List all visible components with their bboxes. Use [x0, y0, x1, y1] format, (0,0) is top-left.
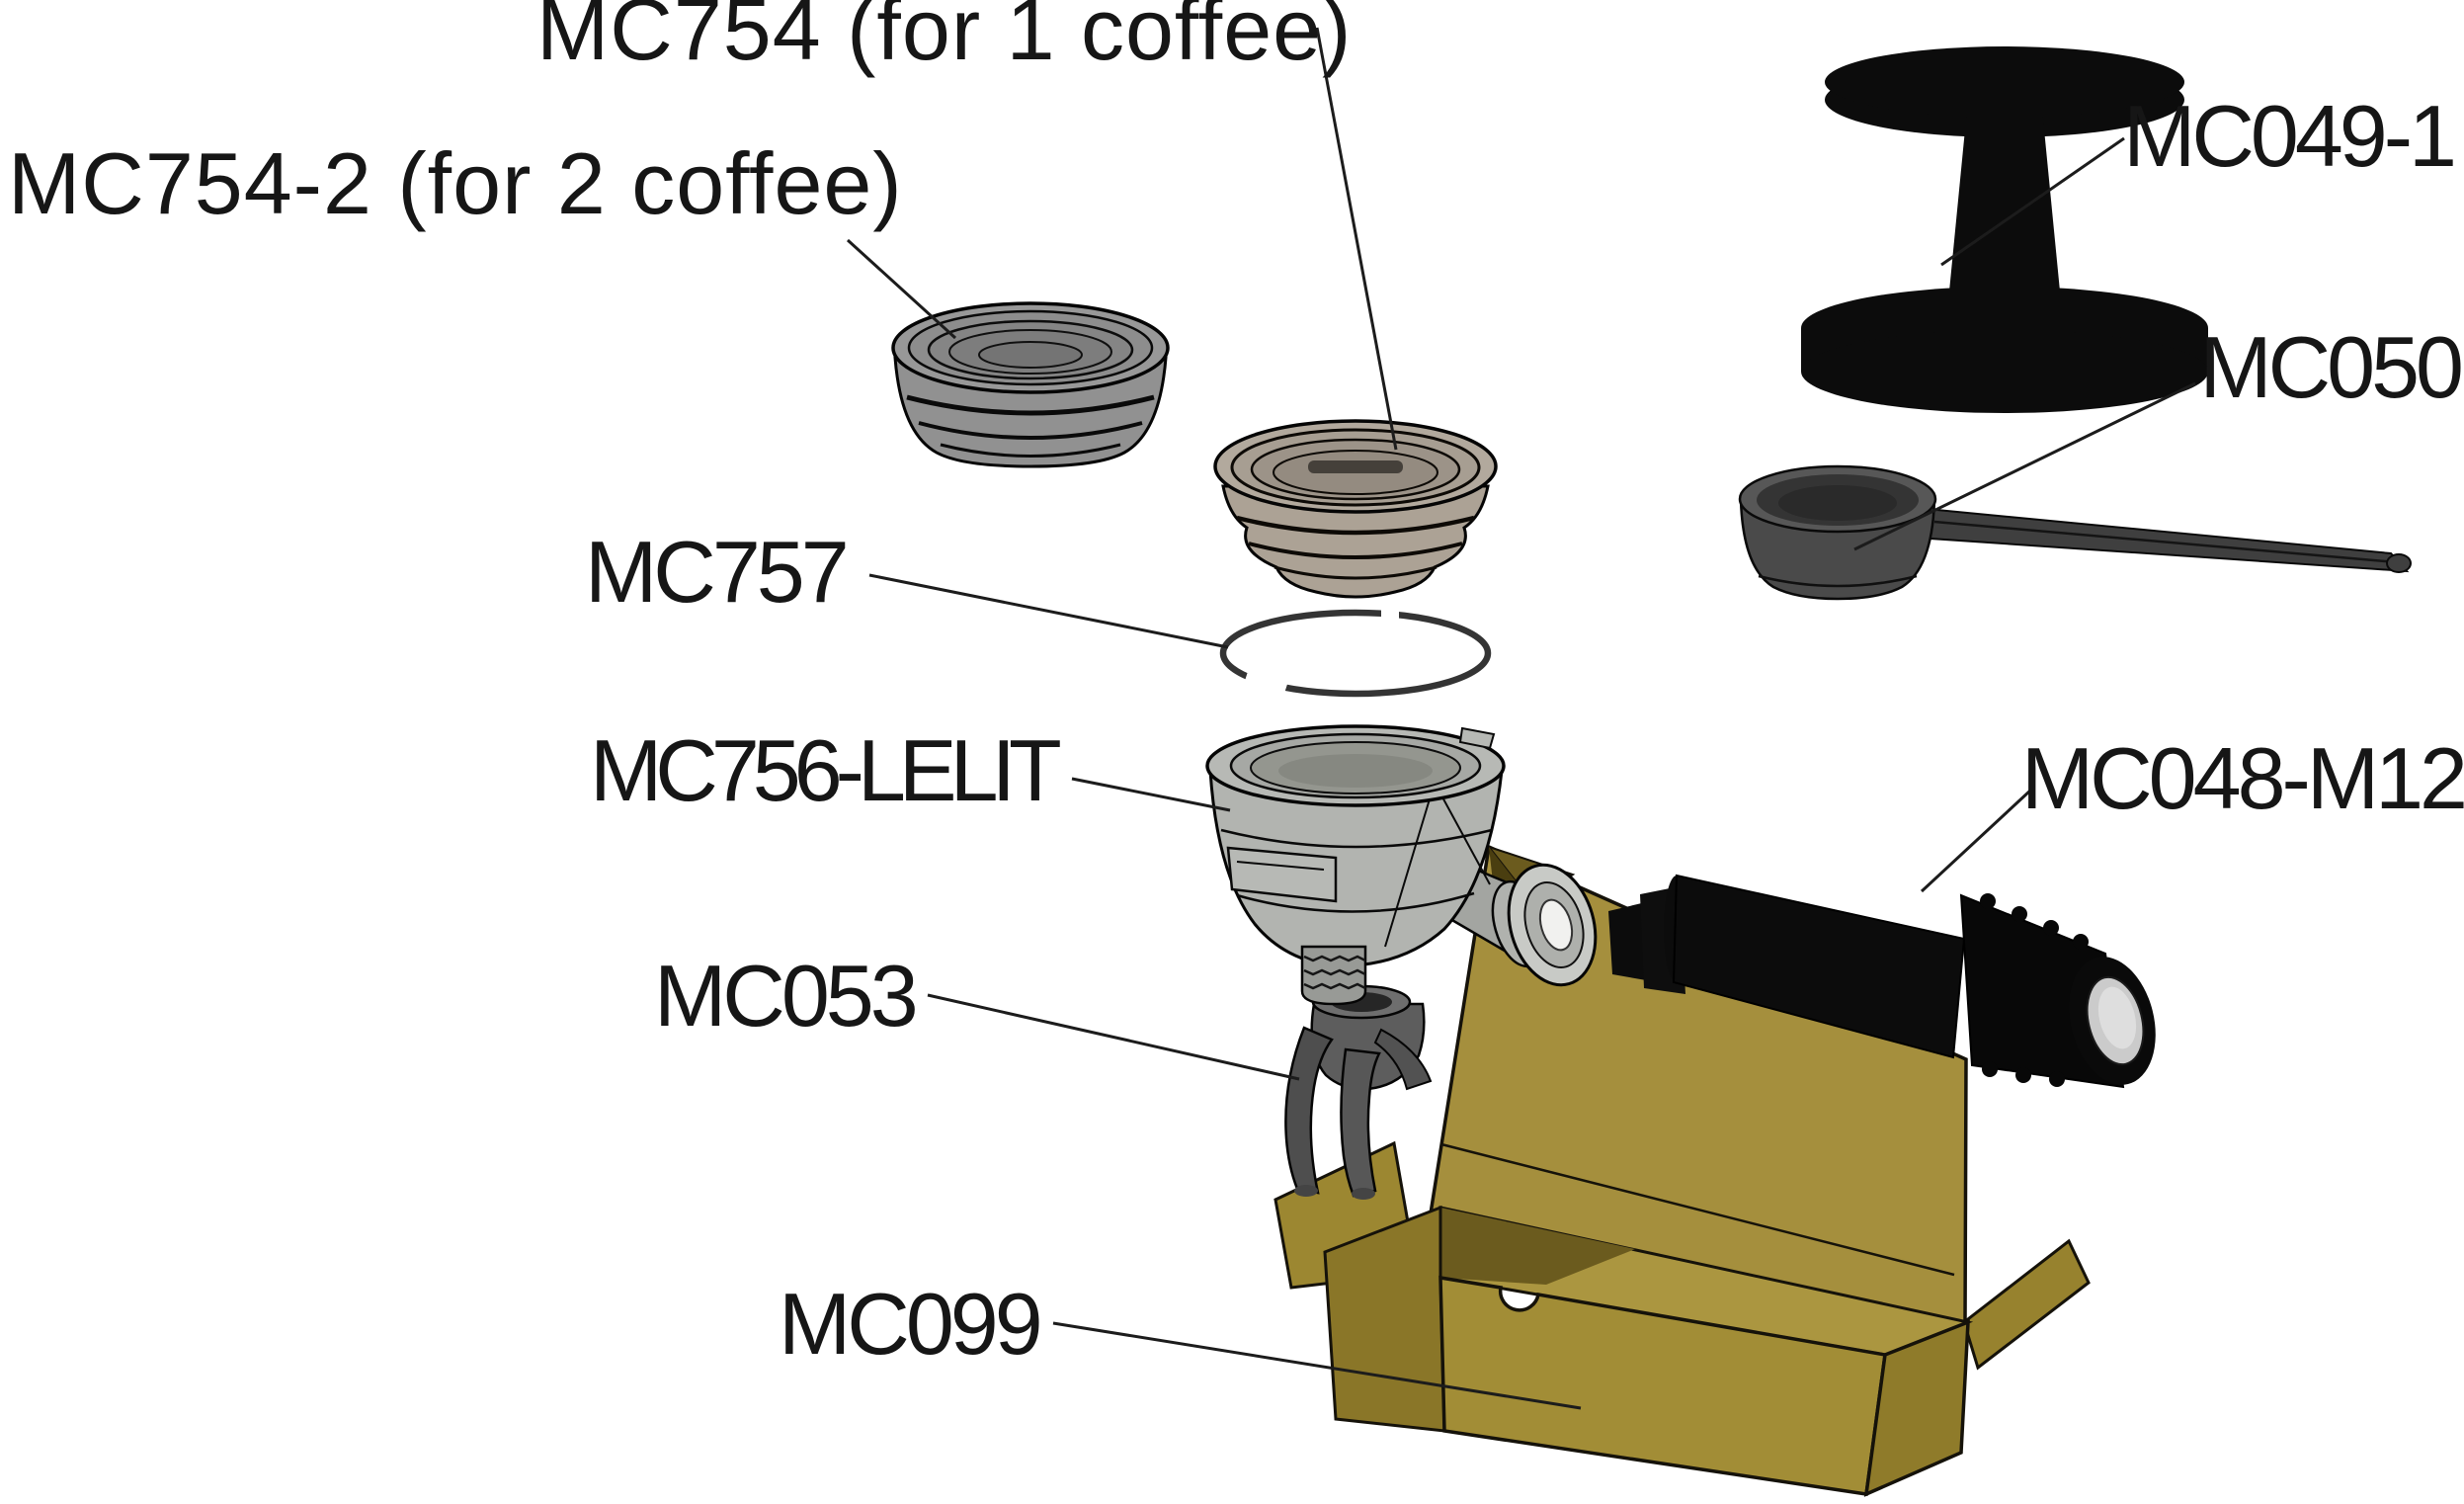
leader-line-mc049-1 — [1940, 136, 2125, 267]
handle-illustration — [1608, 874, 2156, 1089]
tamper-base — [1801, 330, 2208, 413]
basket-single-wall — [1221, 484, 1490, 599]
portafilter-thread — [1303, 968, 1366, 976]
handle-knurl-bump — [2012, 906, 2027, 922]
basket-single-band — [1236, 515, 1475, 536]
basket-double-band — [940, 443, 1121, 458]
scoop-cup-interior — [1778, 485, 1897, 521]
leader-line-mc754-2 — [846, 238, 957, 340]
handle-knurl-bump — [1980, 893, 1996, 909]
tamper-illustration — [1801, 46, 2208, 413]
filter-basket-double-illustration — [891, 301, 1170, 468]
label-mc048: MC048-M12 — [2020, 729, 2464, 827]
spout-wing — [1373, 1028, 1433, 1091]
label-mc053: MC053 — [654, 947, 919, 1044]
portafilter-spigot-hole — [1538, 898, 1574, 952]
leader-lines — [846, 27, 2196, 1410]
scoop-handle-tip — [2386, 553, 2412, 573]
box-front-face — [1438, 1275, 1887, 1496]
handle-knurl-bump — [2043, 920, 2059, 936]
scoop-illustration — [1738, 464, 2412, 601]
portafilter-seam — [1220, 828, 1493, 849]
spring-clip-gap — [1243, 658, 1292, 698]
leader-line-mc756 — [1071, 777, 1231, 812]
handle-barrel — [1672, 874, 1966, 1059]
label-mc754-2: MC754-2 (for 2 coffee) — [8, 134, 903, 232]
leader-line-mc099 — [1052, 1321, 1582, 1410]
portafilter-bowl-interior — [1278, 754, 1433, 788]
basket-single-floor-slot — [1308, 460, 1403, 473]
label-mc050: MC050 — [2199, 318, 2464, 416]
spout-leg-tip — [1294, 1185, 1318, 1197]
handle-nose — [1608, 902, 1652, 981]
box-interior-shadow — [1440, 1208, 1635, 1285]
portafilter-threaded-spout — [1300, 945, 1367, 1006]
handle-knurl-bump — [2049, 1071, 2065, 1087]
label-mc099: MC099 — [779, 1275, 1043, 1373]
spout-illustration — [1284, 984, 1433, 1200]
portafilter-thread — [1303, 982, 1366, 990]
basket-double-band — [918, 421, 1143, 440]
box-right-side — [1863, 1319, 1970, 1497]
basket-single-band — [1273, 565, 1437, 580]
portafilter-strut — [1384, 782, 1436, 948]
leader-line-mc757 — [868, 573, 1229, 649]
portafilter-seam — [1236, 891, 1475, 913]
spout-leg-left — [1284, 1026, 1334, 1195]
basket-double-band — [906, 394, 1155, 416]
scoop-handle — [1925, 507, 2410, 573]
box-lid-fold — [1440, 1142, 1955, 1277]
portafilter-thread — [1303, 955, 1366, 962]
filter-basket-single-illustration — [1213, 419, 1498, 599]
tamper-top-disk — [1825, 46, 2184, 118]
spring-clip-illustration — [1219, 605, 1492, 698]
spring-clip-gap — [1381, 605, 1399, 619]
portafilter-strut — [1434, 782, 1491, 885]
leader-line-mc754 — [1315, 27, 1398, 451]
tamper-shaft — [1948, 99, 2061, 301]
portafilter-latch — [1226, 846, 1338, 903]
handle-knurl-bump — [2015, 1067, 2031, 1083]
handle-knurl-bump — [1982, 1061, 1998, 1077]
spout-leg-tip — [1352, 1188, 1375, 1200]
portafilter-illustration — [1205, 724, 1598, 1006]
spout-leg-right — [1340, 1047, 1381, 1198]
leader-line-mc050 — [1853, 381, 2196, 551]
basket-double-floor — [978, 341, 1083, 369]
handle-end-cap-highlight — [2097, 986, 2137, 1049]
leader-line-mc048 — [1920, 789, 2032, 893]
basket-single-band — [1248, 542, 1463, 559]
label-mc049-1: MC049-1 — [2123, 87, 2457, 185]
label-mc757: MC757 — [585, 523, 850, 621]
scoop-handle-ridge — [1933, 520, 2398, 564]
label-mc754: MC754 (for 1 coffee) — [536, 0, 1353, 78]
portafilter-rim-tab — [1458, 726, 1496, 750]
portafilter-latch-line — [1236, 861, 1325, 871]
label-mc756: MC756-LELIT — [590, 721, 1062, 819]
scoop-cup-band — [1758, 574, 1918, 588]
spring-clip-wire — [1219, 609, 1492, 698]
leader-line-mc053 — [927, 993, 1300, 1081]
box-right-flap — [1962, 1238, 2091, 1371]
handle-knurl-bump — [2073, 934, 2089, 950]
